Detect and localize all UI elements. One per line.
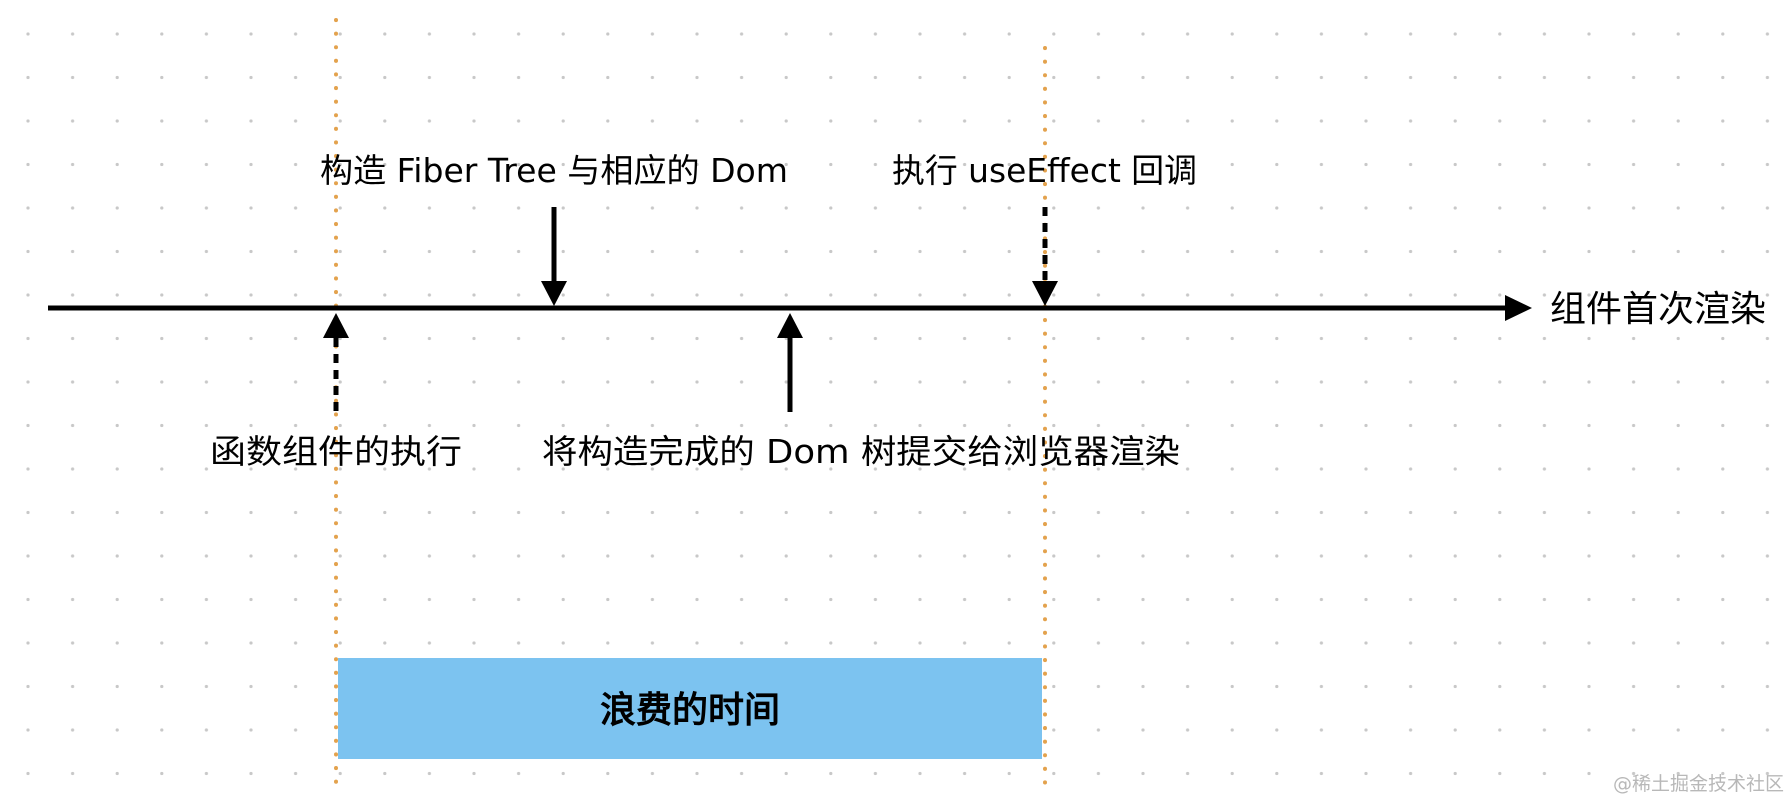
label-construct-fiber: 构造 Fiber Tree 与相应的 Dom bbox=[320, 151, 788, 190]
waste-time-box bbox=[338, 658, 1042, 759]
timeline-axis-arrowhead bbox=[1505, 295, 1532, 321]
arrowhead-construct-fiber bbox=[541, 281, 567, 306]
waste-time-label: 浪费的时间 bbox=[600, 690, 780, 731]
watermark: @稀土掘金技术社区 bbox=[1613, 773, 1784, 795]
arrowhead-commit-dom bbox=[777, 313, 803, 338]
label-use-effect: 执行 useEffect 回调 bbox=[892, 151, 1197, 190]
arrowhead-function-exec bbox=[323, 313, 349, 338]
arrowhead-use-effect bbox=[1032, 281, 1058, 306]
axis-label: 组件首次渲染 bbox=[1550, 289, 1766, 330]
label-function-exec: 函数组件的执行 bbox=[210, 432, 462, 471]
label-commit-dom: 将构造完成的 Dom 树提交给浏览器渲染 bbox=[542, 432, 1180, 471]
